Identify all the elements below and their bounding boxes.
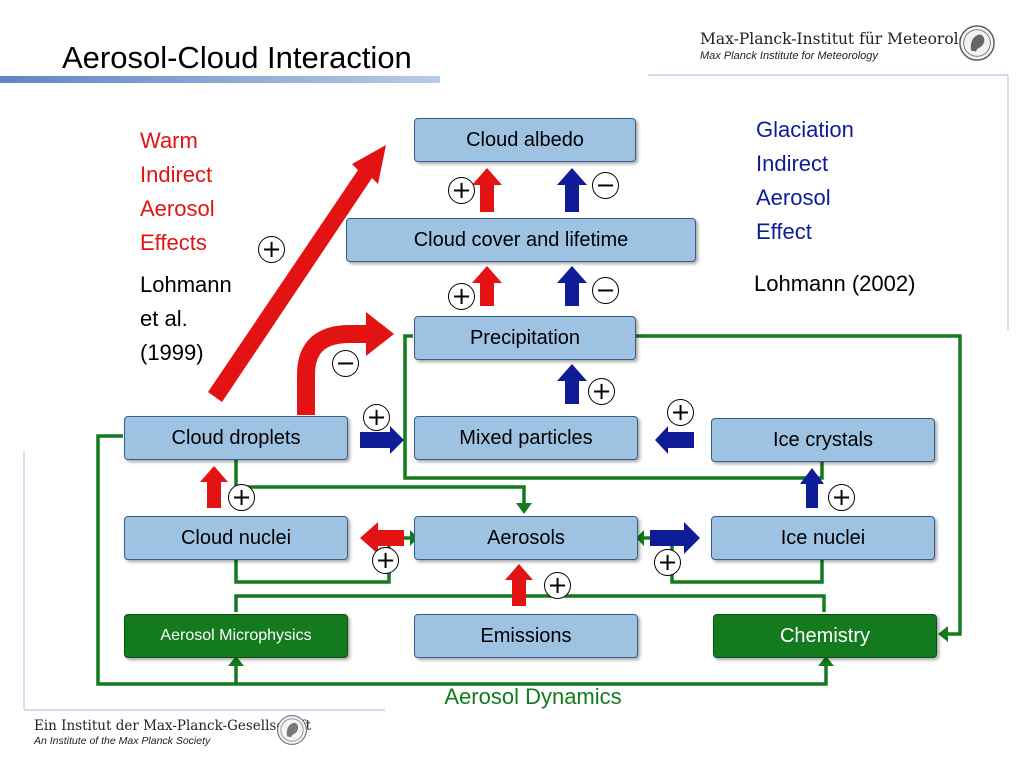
sign-plus-mixed-precip: + <box>588 378 615 405</box>
warm-line-2: Indirect <box>140 162 213 187</box>
sign-plus-aerosols-nuclei: + <box>372 547 399 574</box>
mixed-particles-box: Mixed particles <box>414 416 638 460</box>
sign-plus-cover-warm: + <box>448 283 475 310</box>
institute-subtitle: Max Planck Institute for Meteorology <box>700 50 878 62</box>
glaciation-reference: Lohmann (2002) <box>754 271 916 296</box>
sign-plus-albedo-warm: + <box>448 177 475 204</box>
glaciation-effect-label: Glaciation Indirect Aerosol Effect <box>756 113 854 249</box>
sign-plus-nuclei-droplets: + <box>228 484 255 511</box>
cloud-cover-box: Cloud cover and lifetime <box>346 218 696 262</box>
cloud-nuclei-box: Cloud nuclei <box>124 516 348 560</box>
precipitation-box: Precipitation <box>414 316 636 360</box>
warm-ref-line-1: Lohmann <box>140 272 232 297</box>
blue-arrows <box>360 168 824 554</box>
warm-line-4: Effects <box>140 230 207 255</box>
curved-red-arrow <box>297 325 368 415</box>
glaciation-line-1: Glaciation <box>756 117 854 142</box>
title-underline <box>0 76 440 83</box>
footer-line-1: Ein Institut der Max-Planck-Gesellschaft <box>34 718 312 734</box>
sign-minus-cover-glaciation: − <box>592 277 619 304</box>
warm-line-1: Warm <box>140 128 198 153</box>
sign-plus-droplets-mixed: + <box>363 404 390 431</box>
warm-reference: Lohmann et al. (1999) <box>140 268 232 370</box>
sign-plus-aerosols-ice-nuclei: + <box>654 549 681 576</box>
sign-minus-albedo-glaciation: − <box>592 172 619 199</box>
glaciation-line-4: Effect <box>756 219 812 244</box>
warm-effect-label: Warm Indirect Aerosol Effects <box>140 124 215 260</box>
sign-plus-ice-mixed: + <box>667 399 694 426</box>
sign-plus-warm-effects: + <box>258 236 285 263</box>
warm-ref-line-2: et al. <box>140 306 188 331</box>
sign-plus-ice-nuclei-crystals: + <box>828 484 855 511</box>
cloud-droplets-box: Cloud droplets <box>124 416 348 460</box>
warm-line-3: Aerosol <box>140 196 215 221</box>
sign-minus-precip-curve: − <box>332 350 359 377</box>
ice-nuclei-box: Ice nuclei <box>711 516 935 560</box>
warm-effect-big-arrow <box>208 145 386 402</box>
glaciation-line-2: Indirect <box>756 151 829 176</box>
red-left-arrow <box>360 522 404 554</box>
page-title: Aerosol-Cloud Interaction <box>62 40 412 75</box>
glaciation-line-3: Aerosol <box>756 185 831 210</box>
chemistry-box: Chemistry <box>713 614 937 658</box>
aerosols-box: Aerosols <box>414 516 638 560</box>
ice-crystals-box: Ice crystals <box>711 418 935 462</box>
emissions-box: Emissions <box>414 614 638 658</box>
cloud-albedo-box: Cloud albedo <box>414 118 636 162</box>
aerosol-microphysics-box: Aerosol Microphysics <box>124 614 348 658</box>
mpg-logo-icon <box>277 715 307 745</box>
warm-ref-line-3: (1999) <box>140 340 204 365</box>
minerva-logo-icon <box>959 25 995 61</box>
institute-name: Max-Planck-Institut für Meteorologie <box>700 30 992 48</box>
red-up-arrows <box>200 168 533 606</box>
footer-line-2: An Institute of the Max Planck Society <box>34 735 211 747</box>
aerosol-dynamics-label: Aerosol Dynamics <box>444 684 622 709</box>
sign-plus-emissions: + <box>544 572 571 599</box>
